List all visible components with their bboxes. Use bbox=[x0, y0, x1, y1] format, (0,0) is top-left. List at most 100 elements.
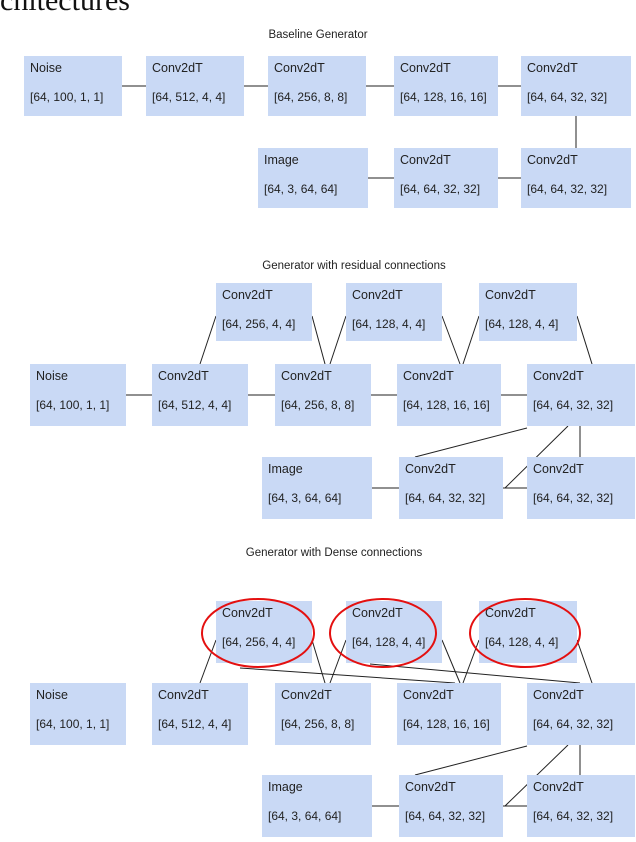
node-c3: Conv2dT [64, 128, 16, 16] bbox=[394, 56, 498, 116]
node-name: Conv2dT bbox=[403, 369, 454, 383]
node-box bbox=[346, 283, 442, 341]
connection-line bbox=[311, 315, 326, 365]
connection-line bbox=[239, 667, 456, 684]
node-name: Conv2dT bbox=[533, 369, 584, 383]
connection-line bbox=[199, 315, 217, 365]
node-shape: [64, 100, 1, 1] bbox=[36, 398, 109, 412]
node-box bbox=[527, 364, 635, 426]
node-c5: Conv2dT[64, 64, 32, 32] bbox=[527, 775, 635, 837]
node-c2: Conv2dT[64, 256, 8, 8] bbox=[275, 683, 371, 745]
node-c4: Conv2dT [64, 64, 32, 32] bbox=[527, 364, 635, 426]
node-box bbox=[262, 775, 372, 837]
node-name: Conv2dT bbox=[152, 61, 203, 75]
node-shape: [64, 128, 4, 4] bbox=[485, 635, 558, 649]
node-box bbox=[258, 148, 368, 208]
connection-line bbox=[414, 745, 528, 776]
diagram-title: Baseline Generator bbox=[268, 29, 367, 41]
node-image: Image[64, 3, 64, 64] bbox=[262, 775, 372, 837]
connection-line bbox=[441, 315, 461, 365]
node-shape: [64, 64, 32, 32] bbox=[533, 809, 613, 823]
node-shape: [64, 256, 8, 8] bbox=[281, 398, 354, 412]
node-name: Conv2dT bbox=[485, 606, 536, 620]
node-name: Conv2dT bbox=[405, 462, 456, 476]
node-shape: [64, 128, 4, 4] bbox=[352, 317, 425, 331]
node-box bbox=[394, 56, 498, 116]
node-shape: [64, 100, 1, 1] bbox=[30, 90, 103, 104]
node-shape: [64, 256, 4, 4] bbox=[222, 635, 295, 649]
node-box bbox=[262, 457, 372, 519]
node-r2: Conv2dT [64, 128, 4, 4] bbox=[346, 283, 442, 341]
node-box bbox=[527, 775, 635, 837]
node-shape: [64, 256, 4, 4] bbox=[222, 317, 295, 331]
node-noise: Noise [64, 100, 1, 1] bbox=[24, 56, 122, 116]
node-image: Image [64, 3, 64, 64] bbox=[262, 457, 372, 519]
diagram-3: Generator with Dense connectionsConv2dT[… bbox=[30, 547, 635, 837]
node-name: Conv2dT bbox=[400, 153, 451, 167]
node-name: Conv2dT bbox=[527, 61, 578, 75]
node-r1: Conv2dT[64, 256, 4, 4] bbox=[216, 283, 312, 341]
node-box bbox=[479, 283, 577, 341]
node-shape: [64, 128, 16, 16] bbox=[403, 717, 490, 731]
node-box bbox=[521, 148, 631, 208]
node-r2: Conv2dT[64, 128, 4, 4] bbox=[346, 601, 442, 663]
node-name: Conv2dT bbox=[352, 288, 403, 302]
node-box bbox=[397, 683, 501, 745]
node-c2: Conv2dT [64, 256, 8, 8] bbox=[275, 364, 371, 426]
connection-line bbox=[329, 639, 347, 684]
node-shape: [64, 256, 8, 8] bbox=[281, 717, 354, 731]
node-c1: Conv2dT [64, 512, 4, 4] bbox=[152, 364, 248, 426]
node-name: Conv2dT bbox=[405, 780, 456, 794]
node-box bbox=[399, 775, 503, 837]
node-box bbox=[30, 364, 126, 426]
node-box bbox=[152, 364, 248, 426]
highlight-circle bbox=[329, 598, 437, 668]
connection-line bbox=[462, 639, 480, 684]
node-shape: [64, 3, 64, 64] bbox=[264, 182, 337, 196]
node-shape: [64, 64, 32, 32] bbox=[405, 491, 485, 505]
connection-line bbox=[441, 639, 461, 684]
node-c2: Conv2dT[64, 256, 8, 8] bbox=[268, 56, 366, 116]
node-c6: Conv2dT [64, 64, 32, 32] bbox=[399, 457, 503, 519]
node-name: Conv2dT bbox=[274, 61, 325, 75]
highlight-circle bbox=[469, 598, 581, 668]
node-shape: [64, 512, 4, 4] bbox=[152, 90, 225, 104]
connection-line bbox=[199, 639, 217, 684]
node-name: Image bbox=[268, 462, 303, 476]
diagram-title: Generator with Dense connections bbox=[246, 547, 423, 559]
node-shape: [64, 64, 32, 32] bbox=[400, 182, 480, 196]
node-name: Conv2dT bbox=[281, 369, 332, 383]
node-box bbox=[146, 56, 244, 116]
node-shape: [64, 128, 4, 4] bbox=[485, 317, 558, 331]
node-shape: [64, 64, 32, 32] bbox=[527, 182, 607, 196]
node-c1: Conv2dT[64, 512, 4, 4] bbox=[152, 683, 248, 745]
connection-line bbox=[329, 315, 347, 365]
node-shape: [64, 64, 32, 32] bbox=[533, 398, 613, 412]
node-shape: [64, 64, 32, 32] bbox=[527, 90, 607, 104]
node-box bbox=[216, 283, 312, 341]
node-shape: [64, 128, 16, 16] bbox=[400, 90, 487, 104]
highlight-circle bbox=[201, 598, 315, 668]
node-box bbox=[152, 683, 248, 745]
node-name: Conv2dT bbox=[400, 61, 451, 75]
node-box bbox=[527, 457, 635, 519]
node-name: Noise bbox=[30, 61, 62, 75]
node-box bbox=[394, 148, 498, 208]
node-name: Conv2dT bbox=[352, 606, 403, 620]
node-name: Conv2dT bbox=[222, 606, 273, 620]
connection-line bbox=[311, 639, 326, 684]
node-shape: [64, 512, 4, 4] bbox=[158, 398, 231, 412]
node-shape: [64, 64, 32, 32] bbox=[405, 809, 485, 823]
node-c6: Conv2dT [64, 64, 32, 32] bbox=[394, 148, 498, 208]
node-box bbox=[275, 364, 371, 426]
node-name: Conv2dT bbox=[158, 369, 209, 383]
node-box bbox=[527, 683, 635, 745]
node-c5: Conv2dT[64, 64, 32, 32] bbox=[527, 457, 635, 519]
node-shape: [64, 3, 64, 64] bbox=[268, 491, 341, 505]
node-name: Conv2dT bbox=[485, 288, 536, 302]
connection-line bbox=[576, 315, 593, 365]
node-c4: Conv2dT [64, 64, 32, 32] bbox=[521, 56, 631, 116]
node-box bbox=[521, 56, 631, 116]
node-name: Noise bbox=[36, 369, 68, 383]
